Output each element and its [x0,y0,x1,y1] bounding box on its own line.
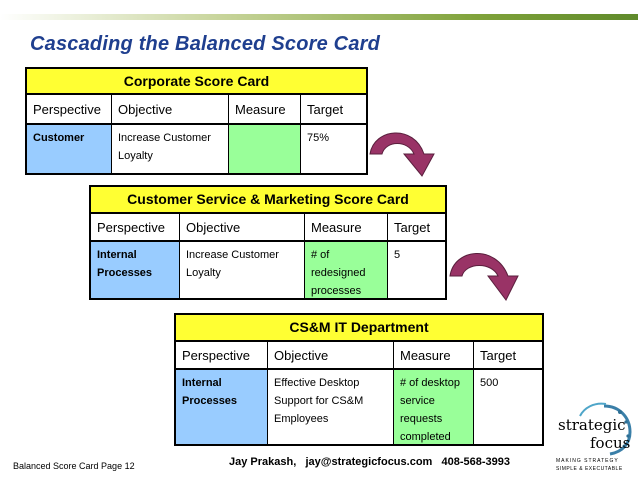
cell-objective: Effective Desktop Support for CS&M Emplo… [268,370,394,444]
header-target: Target [307,101,344,117]
card-title: Customer Service & Marketing Score Card [91,187,445,214]
card-title: Corporate Score Card [27,69,366,95]
logo-tagline-1: MAKING STRATEGY [556,458,619,464]
cell-measure [229,125,301,173]
top-accent-bar [0,14,638,20]
cell-measure: # of desktop service requests completed [394,370,474,444]
header-perspective: Perspective [91,214,180,240]
header-measure: Measure [305,214,388,240]
header-measure: Measure [394,342,474,368]
cell-target: 5 [394,249,401,261]
cell-perspective: Internal Processes [91,242,180,298]
cell-target: 500 [480,377,499,389]
header-objective: Objective [268,342,394,368]
logo-tagline-2: SIMPLE & EXECUTABLE [556,466,623,472]
header-target: Target [480,347,517,363]
header-objective: Objective [180,214,305,240]
corporate-score-card: Corporate Score Card Perspective Objecti… [25,67,368,175]
header-target: Target [394,219,431,235]
customer-service-marketing-score-card: Customer Service & Marketing Score Card … [89,185,447,300]
strategic-focus-logo: strategic focus MAKING STRATEGY SIMPLE &… [554,400,634,475]
cell-objective: Increase Customer Loyalty [180,242,305,298]
logo-text-line1: strategic [558,416,626,434]
logo-text-line2: focus [590,434,631,452]
cell-objective: Increase Customer Loyalty [112,125,229,173]
cell-measure: # of redesigned processes [305,242,388,298]
cascade-arrow-icon [449,253,519,301]
csm-it-department-score-card: CS&M IT Department Perspective Objective… [174,313,544,446]
contact-info: Jay Prakash, jay@strategicfocus.com 408-… [229,456,510,468]
logo-mark-icon [579,402,632,456]
page-footer-label: Balanced Score Card Page 12 [13,461,135,471]
cascade-arrow-icon [369,132,435,177]
cell-target: 75% [307,132,330,144]
card-title: CS&M IT Department [176,315,542,342]
header-measure: Measure [229,95,301,123]
header-perspective: Perspective [27,95,112,123]
header-objective: Objective [112,95,229,123]
cell-perspective: Customer [27,125,112,173]
page-title: Cascading the Balanced Score Card [30,33,381,55]
header-perspective: Perspective [176,342,268,368]
cell-perspective: Internal Processes [176,370,268,444]
